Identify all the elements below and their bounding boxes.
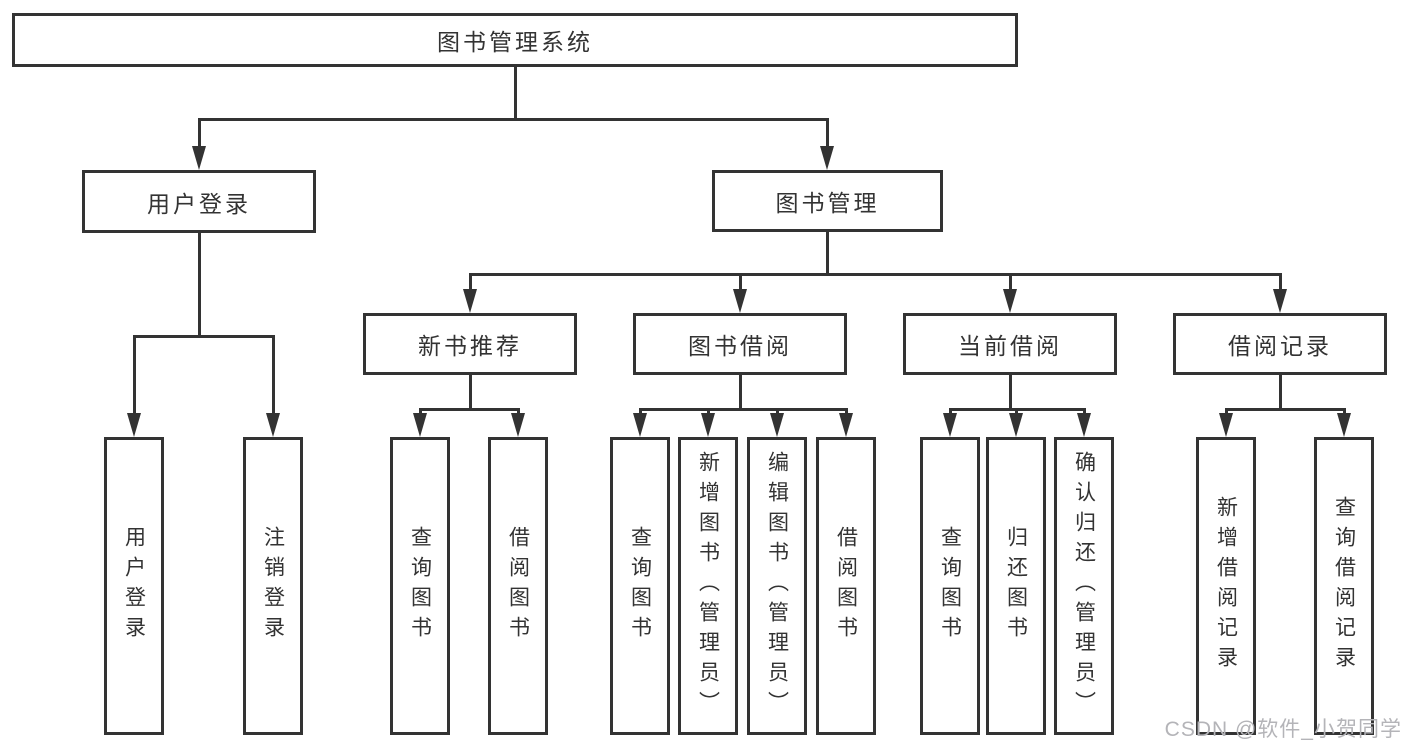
connector-drop	[638, 408, 642, 416]
leaf-edit-books-admin-label: 编辑图书（管理员）	[765, 451, 789, 721]
arrowhead-icon	[192, 146, 206, 170]
node-book-borrowing-label: 图书借阅	[688, 333, 792, 359]
leaf-borrow-books-recommend: 借阅图书	[488, 437, 548, 735]
leaf-logout: 注销登录	[243, 437, 303, 735]
node-current-borrowing: 当前借阅	[903, 313, 1117, 375]
arrowhead-icon	[1219, 413, 1233, 437]
connector-user-login-bus	[132, 335, 275, 338]
leaf-add-books-admin-label: 新增图书（管理员）	[696, 451, 720, 721]
connector-drop	[1014, 408, 1018, 416]
connector-drop	[706, 408, 710, 416]
leaf-query-borrow-record-label: 查询借阅记录	[1332, 496, 1356, 676]
leaf-query-books-recommend-label: 查询图书	[408, 526, 432, 646]
connector-drop	[1224, 408, 1228, 416]
node-book-management: 图书管理	[712, 170, 943, 232]
node-book-management-label: 图书管理	[775, 190, 880, 216]
arrowhead-icon	[1337, 413, 1351, 437]
leaf-logout-label: 注销登录	[261, 526, 285, 646]
connector-book-borrowing-bus	[638, 408, 848, 411]
connector-drop	[418, 408, 422, 416]
node-borrowing-records-label: 借阅记录	[1228, 333, 1332, 359]
arrowhead-icon	[701, 413, 715, 437]
node-borrowing-records: 借阅记录	[1173, 313, 1387, 375]
arrowhead-icon	[266, 413, 280, 437]
connector-drop	[1342, 408, 1346, 416]
connector-new-book-trunk	[468, 375, 472, 408]
leaf-borrow-books-borrowing: 借阅图书	[816, 437, 876, 735]
leaf-edit-books-admin: 编辑图书（管理员）	[747, 437, 807, 735]
leaf-query-books-current-label: 查询图书	[938, 526, 962, 646]
connector-drop-leaf-user-login	[132, 335, 136, 417]
leaf-query-borrow-record: 查询借阅记录	[1314, 437, 1374, 735]
node-user-login: 用户登录	[82, 170, 316, 233]
leaf-query-books-borrowing-label: 查询图书	[628, 526, 652, 646]
connector-book-borrowing-trunk	[738, 375, 742, 408]
arrowhead-icon	[413, 413, 427, 437]
connector-borrowing-records-bus	[1224, 408, 1346, 411]
connector-drop	[844, 408, 848, 416]
node-new-book-recommend: 新书推荐	[363, 313, 577, 375]
connector-drop-book-borrowing	[738, 273, 742, 292]
leaf-add-borrow-record-label: 新增借阅记录	[1214, 496, 1238, 676]
arrowhead-icon	[1003, 289, 1017, 313]
leaf-add-borrow-record: 新增借阅记录	[1196, 437, 1256, 735]
node-book-borrowing: 图书借阅	[633, 313, 847, 375]
arrowhead-icon	[463, 289, 477, 313]
connector-drop-new-book	[468, 273, 472, 292]
connector-drop-borrowing-records	[1278, 273, 1282, 292]
connector-level2-bus	[197, 118, 829, 121]
leaf-query-books-borrowing: 查询图书	[610, 437, 670, 735]
node-current-borrowing-label: 当前借阅	[958, 333, 1062, 359]
leaf-query-books-recommend: 查询图书	[390, 437, 450, 735]
node-new-book-recommend-label: 新书推荐	[418, 333, 522, 359]
connector-drop-current-borrowing	[1008, 273, 1012, 292]
connector-drop	[948, 408, 952, 416]
arrowhead-icon	[1009, 413, 1023, 437]
node-library-system: 图书管理系统	[12, 13, 1018, 67]
connector-new-book-bus	[418, 408, 520, 411]
arrowhead-icon	[943, 413, 957, 437]
arrowhead-icon	[511, 413, 525, 437]
arrowhead-icon	[839, 413, 853, 437]
leaf-user-login: 用户登录	[104, 437, 164, 735]
connector-current-borrowing-trunk	[1008, 375, 1012, 408]
arrowhead-icon	[770, 413, 784, 437]
connector-borrowing-records-trunk	[1278, 375, 1282, 408]
connector-root-trunk	[513, 67, 517, 118]
connector-drop	[775, 408, 779, 416]
leaf-add-books-admin: 新增图书（管理员）	[678, 437, 738, 735]
watermark-text: CSDN @软件_小贺同学	[1164, 718, 1402, 741]
connector-drop	[516, 408, 520, 416]
connector-level3-bus	[468, 273, 1282, 276]
leaf-query-books-current: 查询图书	[920, 437, 980, 735]
connector-drop-book-management	[826, 118, 829, 151]
connector-user-login-trunk	[197, 233, 201, 335]
leaf-borrow-books-borrowing-label: 借阅图书	[834, 526, 858, 646]
arrowhead-icon	[1077, 413, 1091, 437]
connector-drop-user-login	[197, 118, 201, 151]
leaf-return-books: 归还图书	[986, 437, 1046, 735]
arrowhead-icon	[127, 413, 141, 437]
leaf-return-books-label: 归还图书	[1004, 526, 1028, 646]
leaf-borrow-books-recommend-label: 借阅图书	[506, 526, 530, 646]
node-user-login-label: 用户登录	[147, 190, 251, 217]
arrowhead-icon	[633, 413, 647, 437]
leaf-user-login-label: 用户登录	[122, 526, 146, 646]
node-library-system-label: 图书管理系统	[437, 29, 593, 55]
connector-book-management-trunk	[826, 232, 829, 273]
arrowhead-icon	[733, 289, 747, 313]
arrowhead-icon	[820, 146, 834, 170]
connector-drop	[1082, 408, 1086, 416]
arrowhead-icon	[1273, 289, 1287, 313]
connector-drop-leaf-logout	[271, 335, 275, 417]
leaf-confirm-return-admin-label: 确认归还（管理员）	[1072, 451, 1096, 721]
leaf-confirm-return-admin: 确认归还（管理员）	[1054, 437, 1114, 735]
